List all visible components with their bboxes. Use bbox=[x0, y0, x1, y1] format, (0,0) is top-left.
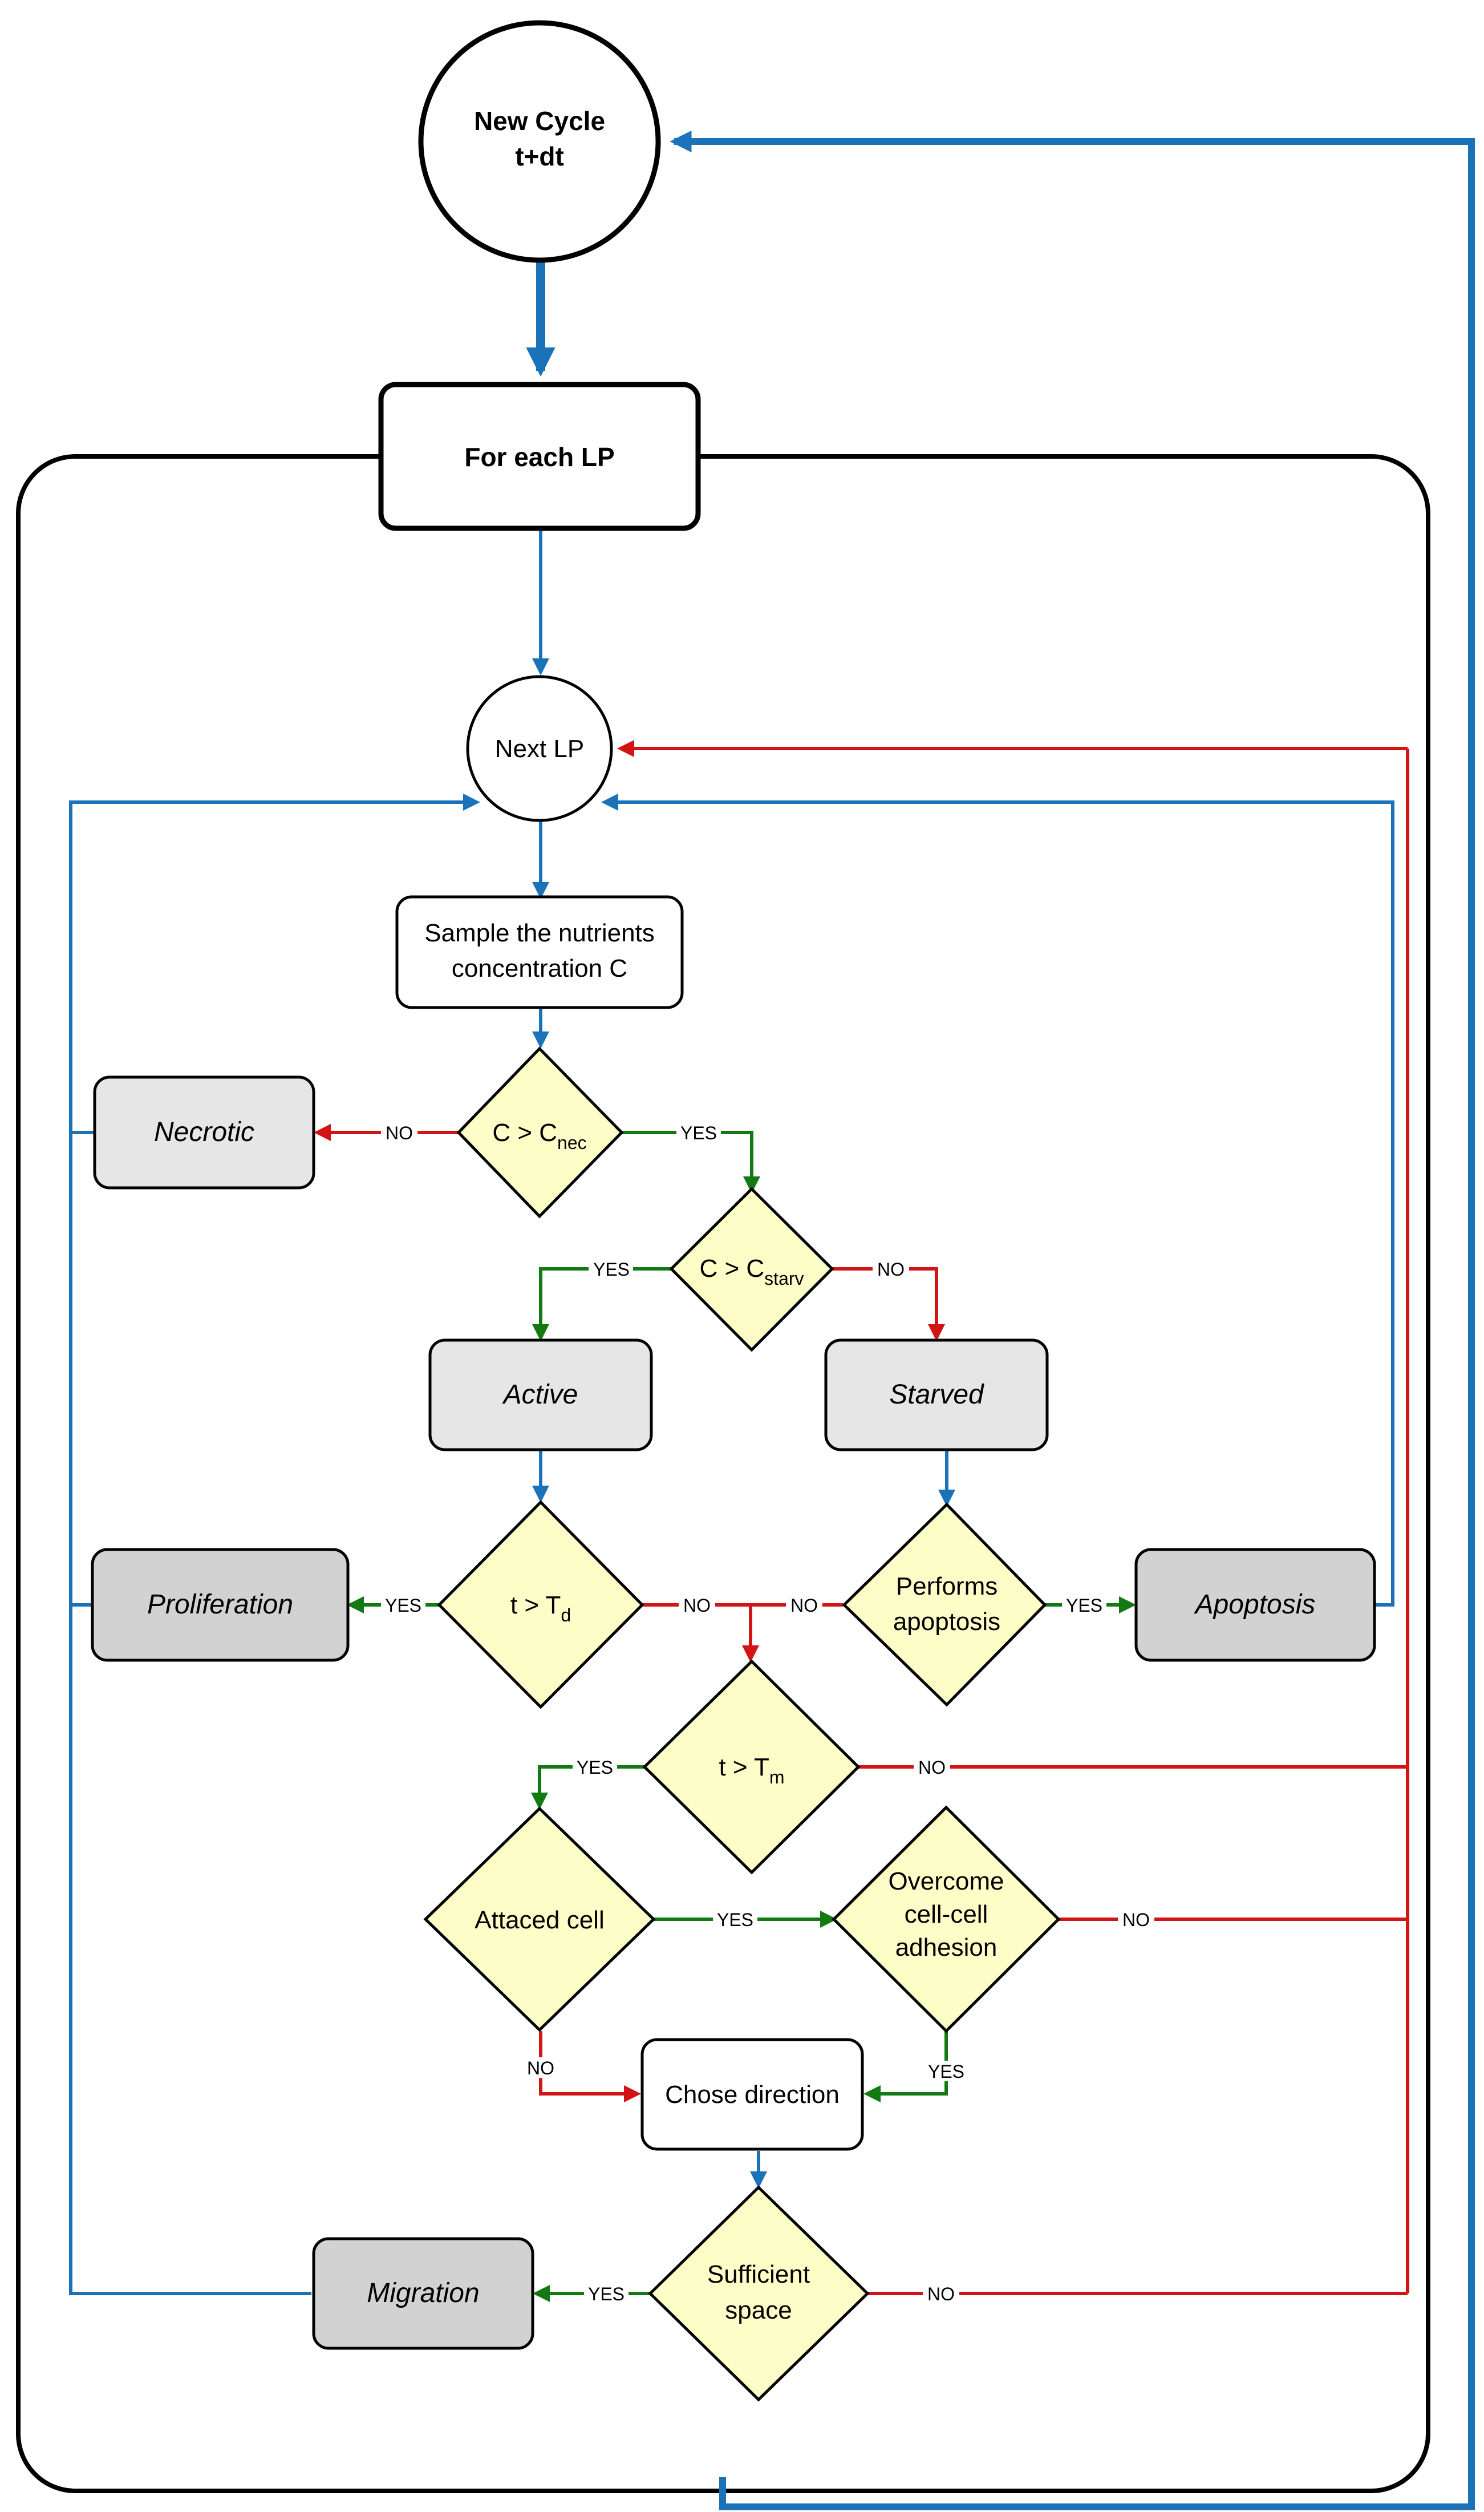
decision-c-nec: C > Cnec bbox=[456, 1046, 624, 1219]
label-overcome-yes: YES bbox=[928, 2061, 964, 2082]
label-space-no: NO bbox=[927, 2284, 955, 2304]
state-proliferation: Proliferation bbox=[91, 1548, 350, 1662]
decision-sufficient-space: Sufficient space bbox=[648, 2185, 870, 2402]
edge-apoptosis-return bbox=[601, 794, 1394, 1607]
svg-text:Proliferation: Proliferation bbox=[147, 1589, 293, 1620]
label-performs-yes: YES bbox=[1066, 1595, 1102, 1616]
svg-text:Apoptosis: Apoptosis bbox=[1194, 1589, 1316, 1620]
node-for-each-lp: For each LP bbox=[378, 382, 701, 531]
svg-text:Sample the nutrients: Sample the nutrients bbox=[424, 919, 655, 947]
edge-label-group: NO YES YES NO YES NO NO YES YES NO YES N… bbox=[381, 1122, 1154, 2304]
label-ttd-yes: YES bbox=[385, 1595, 421, 1616]
state-active: Active bbox=[428, 1338, 653, 1451]
state-necrotic: Necrotic bbox=[93, 1075, 315, 1190]
label-cnec-no: NO bbox=[386, 1123, 413, 1143]
decision-attached-cell: Attaced cell bbox=[423, 1806, 656, 2032]
svg-text:t > Tm: t > Tm bbox=[719, 1753, 784, 1787]
svg-text:Performs: Performs bbox=[896, 1572, 998, 1600]
label-space-yes: YES bbox=[588, 2284, 625, 2304]
edge-left-return bbox=[69, 794, 480, 2295]
svg-text:Attaced cell: Attaced cell bbox=[475, 1906, 604, 1934]
svg-text:t > Td: t > Td bbox=[510, 1591, 571, 1625]
svg-text:Sufficient: Sufficient bbox=[707, 2260, 810, 2288]
label-cstarv-no: NO bbox=[877, 1259, 905, 1280]
label-attached-no: NO bbox=[527, 2058, 554, 2078]
edge-overcome-yes bbox=[863, 2031, 948, 2102]
svg-text:New Cycle: New Cycle bbox=[474, 106, 605, 136]
decision-t-tm: t > Tm bbox=[642, 1659, 861, 1875]
svg-text:Active: Active bbox=[502, 1380, 578, 1410]
edge-attached-no bbox=[539, 2031, 641, 2102]
svg-text:C > Cstarv: C > Cstarv bbox=[699, 1255, 804, 1289]
decision-overcome-adhesion: Overcome cell-cell adhesion bbox=[832, 1805, 1061, 2033]
edge-return-loop bbox=[670, 130, 1475, 2510]
state-starved: Starved bbox=[824, 1338, 1049, 1451]
svg-text:Overcome: Overcome bbox=[889, 1867, 1004, 1895]
edge-cstarv-no bbox=[832, 1267, 945, 1341]
svg-text:Next LP: Next LP bbox=[495, 735, 585, 763]
svg-text:Chose direction: Chose direction bbox=[665, 2081, 840, 2109]
svg-text:C > Cnec: C > Cnec bbox=[492, 1119, 586, 1153]
node-sample-nutrients: Sample the nutrients concentration C bbox=[395, 895, 684, 1009]
decision-t-td: t > Td bbox=[437, 1500, 644, 1709]
state-migration: Migration bbox=[312, 2237, 534, 2350]
label-cstarv-yes: YES bbox=[593, 1259, 630, 1280]
svg-text:For each LP: For each LP bbox=[464, 442, 614, 472]
label-cnec-yes: YES bbox=[680, 1123, 717, 1143]
edge-cnec-yes bbox=[622, 1131, 760, 1194]
svg-text:space: space bbox=[725, 2296, 792, 2324]
label-overcome-no: NO bbox=[1122, 1910, 1150, 1930]
svg-text:t+dt: t+dt bbox=[515, 141, 564, 171]
label-performs-no: NO bbox=[790, 1595, 818, 1616]
svg-text:concentration C: concentration C bbox=[452, 954, 627, 982]
svg-text:Migration: Migration bbox=[367, 2278, 479, 2308]
state-apoptosis: Apoptosis bbox=[1134, 1548, 1376, 1662]
node-chose-direction: Chose direction bbox=[640, 2038, 864, 2151]
node-next-lp: Next LP bbox=[466, 675, 613, 822]
node-new-cycle: New Cycle t+dt bbox=[418, 20, 661, 263]
label-ttm-yes: YES bbox=[577, 1757, 613, 1778]
svg-text:apoptosis: apoptosis bbox=[893, 1608, 1000, 1636]
svg-text:Starved: Starved bbox=[889, 1380, 984, 1410]
label-ttd-no: NO bbox=[683, 1595, 711, 1616]
decision-performs-apoptosis: Performs apoptosis bbox=[842, 1502, 1047, 1707]
label-attached-yes: YES bbox=[717, 1910, 753, 1930]
decision-c-starv: C > Cstarv bbox=[669, 1187, 834, 1352]
label-ttm-no: NO bbox=[918, 1757, 946, 1778]
svg-text:cell-cell: cell-cell bbox=[905, 1900, 988, 1928]
svg-text:adhesion: adhesion bbox=[895, 1933, 998, 1961]
loop-container bbox=[16, 454, 1430, 2493]
svg-text:Necrotic: Necrotic bbox=[154, 1117, 254, 1147]
